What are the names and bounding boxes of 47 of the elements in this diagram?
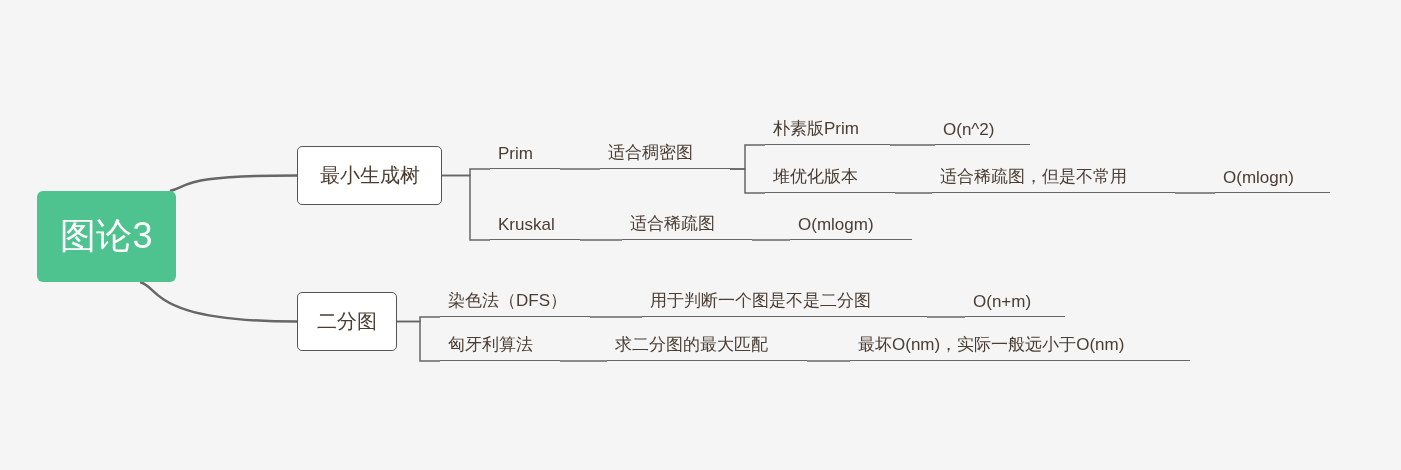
topic-text: 染色法（DFS）: [448, 290, 567, 312]
topic-text: 二分图: [317, 309, 377, 334]
topic-text: Prim: [498, 144, 533, 164]
connector-line: [441, 174, 491, 241]
topic-text: O(n^2): [943, 120, 995, 140]
branch-topic: [932, 165, 1175, 193]
topic-text: 用于判断一个图是不是二分图: [650, 290, 871, 312]
connector-line: [579, 239, 623, 241]
topic-text: Kruskal: [498, 215, 555, 235]
topic-text: 求二分图的最大匹配: [615, 334, 768, 356]
branch-topic: [622, 212, 752, 240]
branch-topic: [440, 289, 590, 317]
branch-topic: [765, 117, 890, 145]
branch-topic: [440, 333, 560, 361]
topic-text: 朴素版Prim: [773, 118, 859, 140]
branch-topic: [642, 289, 927, 317]
topic-text: 堆优化版本: [773, 166, 858, 188]
connector-line: [559, 360, 608, 362]
connector-line: [589, 316, 643, 318]
connector-line: [1174, 192, 1216, 194]
topic-text: O(mlogm): [798, 215, 874, 235]
branch-topic: [765, 165, 895, 193]
topic-text: 最坏O(nm)，实际一般远小于O(nm): [858, 334, 1125, 356]
branch-topic: [607, 333, 807, 361]
connector-line: [729, 168, 766, 194]
branch-topic: [850, 333, 1190, 361]
topic-text: 图论3: [60, 214, 153, 258]
connector-line: [559, 168, 601, 170]
topic-box: [297, 146, 442, 205]
topic-text: O(n+m): [973, 292, 1032, 312]
topic-text: 适合稀疏图，但是不常用: [940, 166, 1127, 188]
topic-text: O(mlogn): [1223, 168, 1294, 188]
central-topic: [37, 191, 176, 282]
topic-text: 匈牙利算法: [448, 334, 533, 356]
connector-line: [139, 280, 298, 323]
topic-text: 最小生成树: [319, 163, 420, 188]
topic-text: 适合稠密图: [608, 142, 693, 164]
connector-line: [926, 316, 966, 318]
connector-line: [396, 320, 441, 362]
connector-line: [169, 174, 297, 193]
connector-line: [889, 144, 936, 146]
topic-box: [297, 292, 397, 351]
connector-line: [806, 360, 851, 362]
connector-line: [894, 192, 933, 194]
topic-text: 适合稀疏图: [630, 213, 715, 235]
connector-line: [751, 239, 791, 241]
branch-topic: [600, 141, 730, 169]
